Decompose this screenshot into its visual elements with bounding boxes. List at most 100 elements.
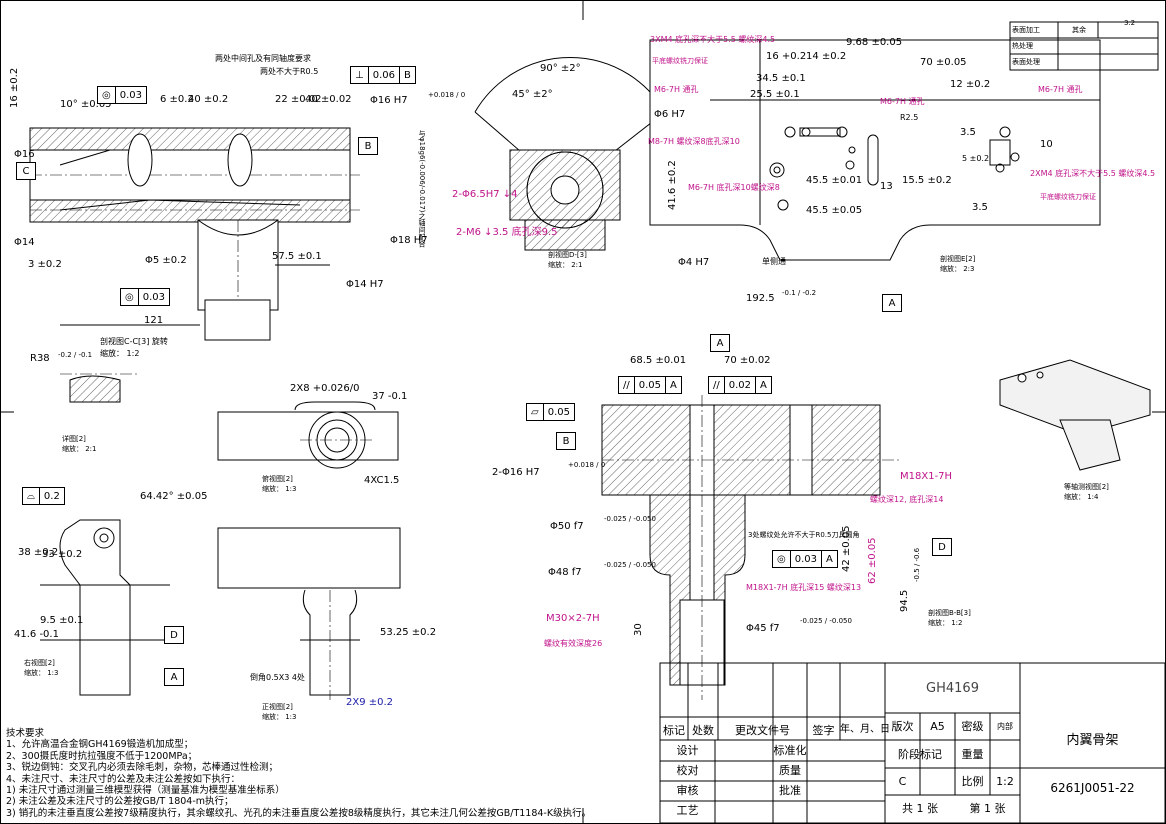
dim-45: 45° ±2° xyxy=(512,89,553,100)
note-through: 单侧通 xyxy=(762,257,786,266)
rev-h0: 标记 xyxy=(663,724,685,737)
dim-phi48: Φ48 f7 xyxy=(548,567,582,578)
dim-3-5a: 3.5 xyxy=(960,127,976,138)
dim-70-top: 70 ±0.05 xyxy=(920,57,967,68)
label-front-view: 正视图[2] xyxy=(262,703,293,711)
dim-33: 33 ±0.2 xyxy=(42,549,83,560)
fit-note: 与φ18g6(-0.006/-0.017)之轴间配合 xyxy=(418,130,426,248)
dim-phi45: Φ45 f7 xyxy=(746,623,780,634)
fcf-coax-top: ◎0.03 xyxy=(97,86,147,104)
technical-notes: 技术要求 1、允许高温合金钢GH4169锻造机加成型； 2、300摄氏度时抗拉强… xyxy=(6,728,591,819)
dim-phi14h7: Φ14 H7 xyxy=(346,279,384,290)
hole-16h7-tol: +0.018 / 0 xyxy=(568,461,606,469)
tb-version-value: A5 xyxy=(930,720,945,733)
rev-h4: 年、月、日 xyxy=(840,724,890,735)
dim-2x9: 2X9 ±0.2 xyxy=(346,697,394,708)
dim-40b: 40 ±0.02 xyxy=(305,94,352,105)
notes-line-1: 2、300摄氏度时抗拉强度不低于1200MPa； xyxy=(6,750,198,762)
label-section-d: 剖视图D-[3] xyxy=(548,251,587,259)
surface-row-0-label: 表面加工 xyxy=(1012,26,1040,34)
dim-phi5: Φ5 ±0.2 xyxy=(145,255,187,266)
notes-line-5: 2) 未注公差及未注尺寸的公差按GB/T 1804-m执行； xyxy=(6,796,234,808)
dim-192-5: 192.5 xyxy=(746,293,775,304)
label-section-c-scale: 缩放： 1:2 xyxy=(100,349,140,358)
datum-d-left: D xyxy=(164,626,184,644)
notes-heading: 技术要求 xyxy=(6,728,45,739)
sign-left-0: 设计 xyxy=(676,744,699,757)
dim-14: 14 ±0.2 xyxy=(806,51,847,62)
surface-row-0-value: 其余 xyxy=(1072,26,1086,34)
dim-r38-tol: -0.2 / -0.1 xyxy=(58,351,93,359)
m6-7h-c: M6-7H 底孔深10螺纹深8 xyxy=(688,183,780,192)
hole-m6: 2-M6 ↓3.5 底孔深9.5 xyxy=(456,227,558,238)
tb-version-label: 版次 xyxy=(891,720,914,733)
dim-3: 3 ±0.2 xyxy=(28,259,62,270)
m8-7h: M8-7H 螺纹深8底孔深10 xyxy=(648,137,740,146)
note-r05: 两处不大于R0.5 xyxy=(260,67,319,76)
label-section-b-scale: 缩放： 1:2 xyxy=(928,619,963,627)
label-front-view-scale: 缩放： 1:3 xyxy=(262,713,297,721)
flat-note-a: 平底螺纹铣刀保证 xyxy=(652,57,708,65)
chamfer-note: 倒角0.5X3 4处 xyxy=(250,673,305,682)
dim-5: 5 ±0.2 xyxy=(962,154,990,163)
surface-table-grid xyxy=(1009,21,1159,71)
dim-10deg: 10° ±0.05 xyxy=(60,99,112,110)
dim-68-5: 68.5 ±0.01 xyxy=(630,355,687,366)
dim-phi14: Φ14 xyxy=(14,237,35,248)
section-b-view xyxy=(601,395,900,700)
dim-13: 13 xyxy=(880,181,893,192)
front-view xyxy=(217,527,401,700)
dim-10: 10 xyxy=(1040,139,1053,150)
dim-2x8: 2X8 +0.026/0 xyxy=(290,383,360,394)
dim-phi16h7: Φ16 H7 xyxy=(370,95,408,106)
m6-7h-a: M6-7H 通孔 xyxy=(654,85,699,94)
notes-line-0: 1、允许高温合金钢GH4169锻造机加成型； xyxy=(6,739,194,751)
label-section-d-scale: 缩放： 2:1 xyxy=(548,261,583,269)
dim-12: 12 ±0.2 xyxy=(950,79,991,90)
dim-16-top: 16 +0.2 xyxy=(766,51,807,62)
tb-sheets-total: 共 1 张 xyxy=(902,802,938,815)
sign-right-1: 质量 xyxy=(779,764,801,777)
dim-53-25: 53.25 ±0.2 xyxy=(380,627,437,638)
m6-7h-right: M6-7H 通孔 xyxy=(1038,85,1083,94)
dim-phi18h7: Φ18 H7 xyxy=(390,235,428,246)
dim-16: 16 ±0.2 xyxy=(9,67,20,108)
tb-part-name: 内翼骨架 xyxy=(1066,733,1119,748)
dim-phi50: Φ50 f7 xyxy=(550,521,584,532)
tb-secret-value: 内部 xyxy=(997,722,1013,731)
section-e-view xyxy=(649,39,1101,261)
rev-h3: 签字 xyxy=(812,724,835,737)
section-d-view xyxy=(474,57,666,251)
tb-scale-value: 1:2 xyxy=(996,775,1014,788)
hole-6-5h7: 2-Φ6.5H7 ↓4 xyxy=(452,189,518,200)
dim-40a: 40 ±0.2 xyxy=(188,94,229,105)
dim-94-5: 94.5 xyxy=(899,589,910,612)
dim-192-tol: -0.1 / -0.2 xyxy=(782,289,817,297)
notes-line-4: 1) 未注尺寸通过测量三维模型获得（测量基准为模型基准坐标系） xyxy=(6,785,285,797)
label-iso-scale: 缩放： 1:4 xyxy=(1064,493,1099,501)
dim-9-5: 9.5 ±0.1 xyxy=(40,615,84,626)
rev-h2: 更改文件号 xyxy=(735,724,790,737)
datum-a-top: A xyxy=(882,294,902,312)
dim-3-5b: 3.5 xyxy=(972,202,988,213)
tb-material: GH4169 xyxy=(926,681,979,696)
dim-41-6: 41.6 ±0.2 xyxy=(667,160,678,210)
dim-25-5: 25.5 ±0.1 xyxy=(750,89,800,100)
dim-30: 30 xyxy=(633,623,644,636)
dim-45-5a: 45.5 ±0.01 xyxy=(806,175,863,186)
dim-phi48-tol: -0.025 / -0.050 xyxy=(604,561,656,569)
label-right-view-scale: 缩放： 1:3 xyxy=(24,669,59,677)
dim-9-68: 9.68 ±0.05 xyxy=(846,37,903,48)
chamfer-4: 4XC1.5 xyxy=(364,475,400,486)
dim-r2-5: R2.5 xyxy=(900,113,919,122)
section-c-view xyxy=(29,127,360,341)
m18-mid: M18X1-7H 底孔深15 螺纹深13 xyxy=(746,583,862,592)
note-coaxial: 两处中间孔及有同轴度要求 xyxy=(215,54,311,63)
tb-stage-value: C xyxy=(898,775,907,788)
hole-16h7: 2-Φ16 H7 xyxy=(492,467,540,478)
